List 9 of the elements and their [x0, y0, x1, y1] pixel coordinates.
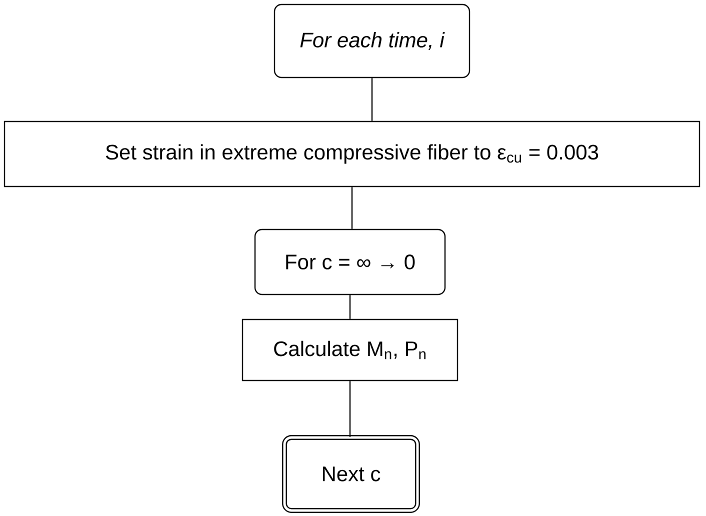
- connector-line: [351, 187, 353, 229]
- process-box: Calculate M$_{n}$, P$_{n}$: [242, 318, 458, 382]
- loop-box: For c = ∞ → 0: [254, 228, 446, 296]
- end-box: Next c: [282, 435, 420, 513]
- process-box: Set strain in extreme compressive fiber to ε$_{cu}$ = 0.003: [4, 120, 700, 188]
- connector-line: [349, 381, 351, 437]
- loop-box: For each time, i: [274, 4, 470, 78]
- connector-line: [349, 295, 351, 319]
- connector-line: [371, 78, 373, 121]
